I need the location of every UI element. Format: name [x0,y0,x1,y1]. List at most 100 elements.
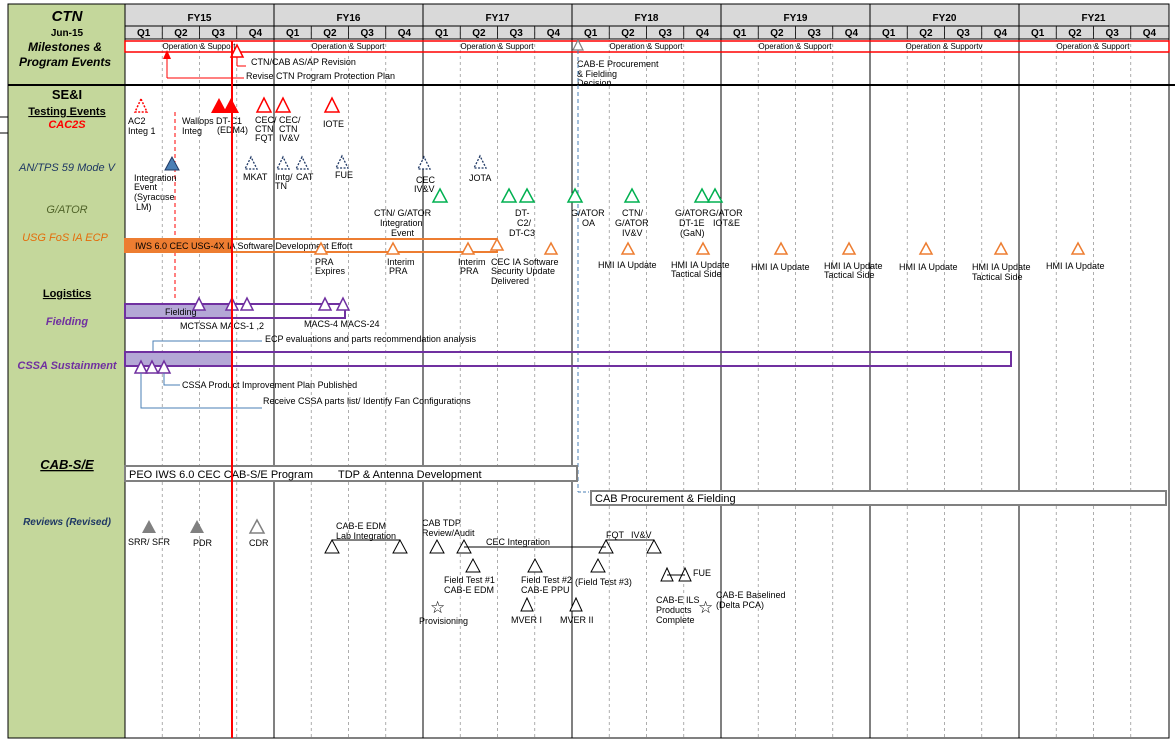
dtc2-marker-2 [518,187,536,203]
cec-ia-1: CEC IA Software [491,257,559,267]
cssa-marker-2 [144,359,160,374]
cec-ctn-fqt-2: CTN [255,124,274,134]
hmi-tac3-1: HMI IA Update [972,262,1031,272]
gator-dt1e-marker [693,187,711,203]
cabse-bar1: PEO IWS 6.0 CEC CAB-S/E Program [129,469,313,481]
row-label-sei: SE&I [52,87,82,102]
quarter-label: Q3 [509,28,523,39]
cabe-edm-start-marker [324,538,340,554]
row-label-reviews: Reviews (Revised) [23,517,111,528]
ft1-2: CAB-E EDM [444,585,494,595]
quarter-label: Q4 [1143,28,1157,39]
row-label-cac2s: CAC2S [48,119,86,131]
cabe-ils-2: Products [656,605,692,615]
cat-marker [294,155,310,170]
quarter-label: Q1 [435,28,449,39]
cabe-edm-2: Lab Integration [336,531,396,541]
ops-label-fy19: Operation & Support [759,42,833,51]
cec-ia-delivered-marker-1 [489,237,505,251]
interim1-2: PRA [389,266,408,276]
quarter-label: Q1 [286,28,300,39]
ac2-label-2: Integ 1 [128,126,156,136]
mkat-label: MKAT [243,172,268,182]
row-label-cssa: CSSA Sustainment [17,360,118,372]
srr-label: SRR/ SFR [128,537,171,547]
fy-label: FY18 [635,13,659,24]
hmi-ia-marker-4 [1070,241,1086,255]
gator-events: CTN/ G/ATOR Integration Event DT- C2/ DT… [374,187,743,238]
pdr-marker [190,520,204,533]
intg-tn-marker [275,155,291,170]
cssa-pip: CSSA Product Improvement Plan Published [182,380,357,390]
cabse-events: PEO IWS 6.0 CEC CAB-S/E Program TDP & An… [124,465,1167,506]
cec-ia-delivered-marker-2 [543,241,559,255]
revise-ppp: Revise CTN Program Protection Plan [246,71,395,81]
cabse-program-bar [124,465,578,482]
cat-label: CAT [296,172,314,182]
hmi1: HMI IA Update [598,260,657,270]
dtc2-3: DT-C3 [509,228,535,238]
cabse-bar1b: TDP & Antenna Development [338,469,482,481]
jota-label: JOTA [469,173,491,183]
row-label-gator: G/ATOR [46,204,87,216]
fielding-label: Fielding [165,307,197,317]
cab-tdp-1: CAB TDP [422,518,461,528]
ivv-label: IV&V [631,530,652,540]
quarter-label: Q2 [770,28,784,39]
hmi-ia-marker-3 [918,241,934,255]
ctn-gator-ivv-marker [623,187,641,203]
integ-event-2: Event [134,182,158,192]
hmi-ia-marker-1 [620,241,636,255]
fy-label: FY21 [1082,13,1106,24]
quarter-gridlines [124,4,1132,738]
gator-oa-marker [566,187,584,203]
mctssa-marker [191,296,207,311]
jota-marker [472,154,488,169]
quarter-label: Q1 [137,28,151,39]
integ-event-3: (Syracuse [134,192,175,202]
milestone-markers: CTN/CAB AS/AP Revision Revise CTN Progra… [163,38,659,492]
cec-integ-label: CEC Integration [486,537,550,547]
baselined-1: CAB-E Baselined [716,590,786,600]
interim2-1: Interim [458,257,486,267]
pdr-label: PDR [193,538,213,548]
iote-marker [323,96,341,113]
ecp-label: ECP evaluations and parts recommendation… [265,334,476,344]
ft1-1: Field Test #1 [444,575,495,585]
ctn-gator-integ-1: CTN/ G/ATOR [374,208,432,218]
cssa-receive: Receive CSSA parts list/ Identify Fan Co… [263,396,471,406]
gator-iote-marker [706,187,724,203]
macs24-marker [335,296,351,311]
cabse-bar2: CAB Procurement & Fielding [595,493,736,505]
gator-dt1e-3: (GaN) [680,228,705,238]
fue-marker [334,154,350,169]
quarter-label: Q2 [1068,28,1082,39]
fielding-events: Fielding MCTSSA MACS-1 ,2 MACS-4 MACS-24… [124,296,476,356]
mctssa-label: MCTSSA [180,321,218,331]
quarter-label: Q4 [249,28,263,39]
macs424-label: MACS-4 MACS-24 [304,319,380,329]
cssa-events: CSSA Product Improvement Plan Published … [124,351,1012,409]
dtc1-label-1: DT-C1 [216,116,242,126]
integration-event-marker [164,155,180,171]
milestone-marker-solid [163,50,171,59]
intg-tn-2: TN [275,181,287,191]
cec-ctn-ivv-3: IV&V [279,133,300,143]
gator-iote-2: IOT&E [713,218,740,228]
fy-label: FY16 [337,13,361,24]
ac2-label-1: AC2 [128,116,146,126]
quarter-label: Q3 [1105,28,1119,39]
mver1-label: MVER I [511,615,542,625]
fue-label: FUE [335,170,353,180]
fue-review-label: FUE [693,568,711,578]
ft2-1: Field Test #2 [521,575,572,585]
gator-oa-2: OA [582,218,595,228]
cabe-edm-end-marker [392,538,408,554]
gator-dt1e-2: DT-1E [679,218,705,228]
quarter-label: Q3 [807,28,821,39]
row-label-testing: Testing Events [28,106,105,118]
cec-ivv-2: IV&V [414,184,435,194]
dtc2-1: DT- [515,208,530,218]
baseline-star-icon: ☆ [698,598,713,617]
